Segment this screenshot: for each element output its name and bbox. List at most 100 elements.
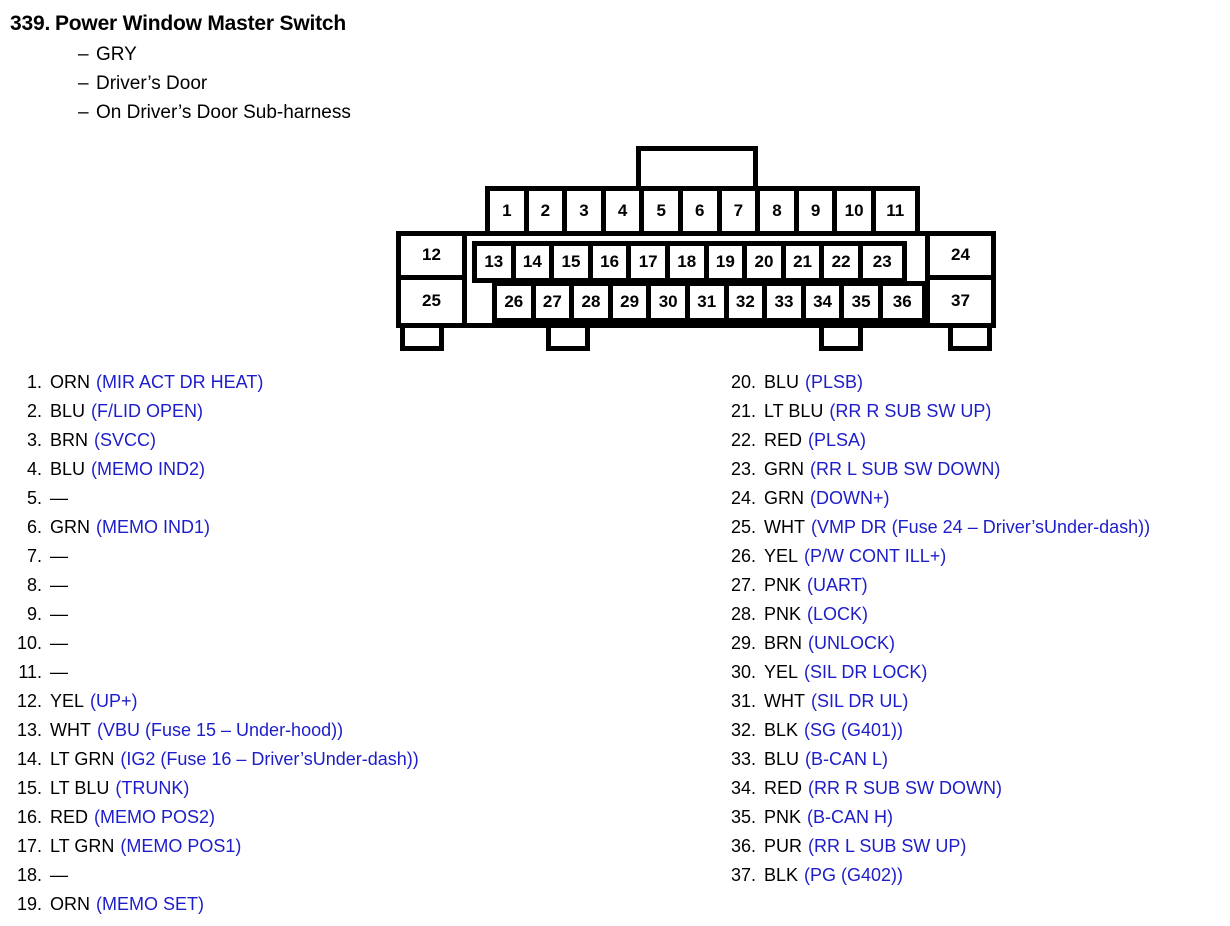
pin-number: 37. bbox=[730, 865, 756, 885]
connector-pin-36: 36 bbox=[882, 286, 922, 318]
pin-number: 20. bbox=[730, 372, 756, 392]
pin-wire-color: PNK bbox=[764, 575, 802, 595]
pin-list-item: 29.BRN(UNLOCK) bbox=[722, 633, 1222, 662]
pin-list-item: 21.LT BLU(RR R SUB SW UP) bbox=[722, 401, 1222, 430]
connector-pin-2: 2 bbox=[528, 191, 568, 231]
connector-pin-12: 12 bbox=[401, 236, 462, 280]
pin-number: 10. bbox=[16, 633, 42, 653]
pin-number: 13. bbox=[16, 720, 42, 740]
pin-list-item: 11.— bbox=[8, 662, 708, 691]
connector-pin-27: 27 bbox=[535, 286, 575, 318]
header-bullet-label: GRY bbox=[96, 44, 137, 65]
pin-list-item: 8.— bbox=[8, 575, 708, 604]
connector-pin-6: 6 bbox=[682, 191, 722, 231]
pin-signal-description: (UP+) bbox=[90, 691, 138, 711]
pin-number: 9. bbox=[26, 604, 42, 624]
connector-pin-37: 37 bbox=[930, 279, 991, 323]
pin-list-item: 22.RED(PLSA) bbox=[722, 430, 1222, 459]
pin-number: 28. bbox=[730, 604, 756, 624]
pin-list-item: 15.LT BLU(TRUNK) bbox=[8, 778, 708, 807]
pin-number: 16. bbox=[16, 807, 42, 827]
pin-number: 19. bbox=[16, 894, 42, 914]
header-bullet: –Driver’s Door bbox=[78, 69, 710, 98]
connector-pin-20: 20 bbox=[747, 246, 786, 278]
connector-pin-15: 15 bbox=[554, 246, 593, 278]
header-bullet-list: –GRY–Driver’s Door–On Driver’s Door Sub-… bbox=[10, 40, 710, 127]
pin-signal-description: (VBU (Fuse 15 – Under-hood)) bbox=[96, 720, 344, 740]
pin-wire-color: LT GRN bbox=[50, 836, 115, 856]
pin-number: 1. bbox=[26, 372, 42, 392]
pin-wire-color: — bbox=[50, 546, 68, 566]
pin-signal-description: (MEMO SET) bbox=[96, 894, 204, 914]
pin-list-item: 32.BLK(SG (G401)) bbox=[722, 720, 1222, 749]
connector-pin-26: 26 bbox=[497, 286, 536, 318]
connector-pin-19: 19 bbox=[708, 246, 748, 278]
connector-pin-29: 29 bbox=[612, 286, 652, 318]
pin-number: 11. bbox=[18, 662, 42, 682]
pin-number: 24. bbox=[730, 488, 756, 508]
pin-wire-color: BRN bbox=[764, 633, 803, 653]
pin-list-item: 19. ORN (MEMO SET) bbox=[8, 894, 708, 923]
pin-number: 22. bbox=[730, 430, 756, 450]
pin-signal-description: (TRUNK) bbox=[115, 778, 190, 798]
pin-signal-description: (B-CAN H) bbox=[807, 807, 894, 827]
pin-signal-description: (SVCC) bbox=[94, 430, 157, 450]
connector-pin-22: 22 bbox=[824, 246, 863, 278]
pin-wire-color: ORN bbox=[50, 894, 90, 914]
pin-signal-description: (MEMO IND1) bbox=[96, 517, 210, 537]
pin-signal-description: (PG (G402)) bbox=[804, 865, 904, 885]
pin-wire-color: LT BLU bbox=[50, 778, 110, 798]
pin-number: 8. bbox=[26, 575, 42, 595]
pin-signal-description: (MEMO POS2) bbox=[94, 807, 216, 827]
pin-wire-color: BLU bbox=[764, 372, 800, 392]
pin-wire-color: — bbox=[50, 604, 68, 624]
connector-pin-4: 4 bbox=[605, 191, 645, 231]
pin-wire-color: WHT bbox=[764, 517, 805, 537]
pin-number: 6. bbox=[26, 517, 42, 537]
pin-number: 18. bbox=[16, 865, 42, 885]
pin-signal-description: (SG (G401)) bbox=[804, 720, 904, 740]
pin-list-item: 37. BLK(PG (G402)) bbox=[722, 865, 1222, 894]
pin-wire-color: BLK bbox=[764, 720, 799, 740]
pin-number: 25. bbox=[730, 517, 756, 537]
pin-list-item: 7.— bbox=[8, 546, 708, 575]
page-title: Power Window Master Switch bbox=[55, 12, 346, 35]
bullet-dash-icon: – bbox=[78, 44, 89, 65]
pin-list-item: 26.YEL(P/W CONT ILL+) bbox=[722, 546, 1222, 575]
connector-pin-9: 9 bbox=[798, 191, 838, 231]
pin-signal-description: (PLSB) bbox=[805, 372, 864, 392]
pin-wire-color: RED bbox=[50, 807, 89, 827]
pin-number: 23. bbox=[730, 459, 756, 479]
pin-list-item: 35.PNK(B-CAN H) bbox=[722, 807, 1222, 836]
pin-wire-color: ORN bbox=[50, 372, 90, 392]
pin-wire-color: BLU bbox=[50, 459, 86, 479]
pin-number: 27. bbox=[730, 575, 756, 595]
connector-pin-33: 33 bbox=[767, 286, 806, 318]
pin-list-item: 4.BLU(MEMO IND2) bbox=[8, 459, 708, 488]
pin-list-item: 2.BLU(F/LID OPEN) bbox=[8, 401, 708, 430]
pin-list-item: 31.WHT(SIL DR UL) bbox=[722, 691, 1222, 720]
pin-list-item: 3.BRN(SVCC) bbox=[8, 430, 708, 459]
pin-wire-color: GRN bbox=[50, 517, 90, 537]
pin-number: 29. bbox=[730, 633, 756, 653]
pin-signal-description: (MEMO POS1) bbox=[120, 836, 242, 856]
connector-pin-25: 25 bbox=[401, 279, 462, 323]
connector-pin-32: 32 bbox=[728, 286, 768, 318]
pin-number: 5. bbox=[26, 488, 42, 508]
pin-wire-color: RED bbox=[764, 430, 803, 450]
pin-wire-color: BLK bbox=[764, 865, 799, 885]
pin-list-item: 6. GRN (MEMO IND1) bbox=[8, 517, 708, 546]
pin-wire-color: — bbox=[50, 488, 68, 508]
connector-pin-24: 24 bbox=[930, 236, 991, 280]
connector-pin-1: 1 bbox=[490, 191, 529, 231]
pin-list-item: 12.YEL(UP+) bbox=[8, 691, 708, 720]
connector-pin-21: 21 bbox=[785, 246, 825, 278]
pin-list-item: 5. — bbox=[8, 488, 708, 517]
connector-pin-23: 23 bbox=[862, 246, 902, 278]
pin-list-item: 18.— bbox=[8, 865, 708, 894]
pin-list-item: 1.ORN(MIR ACT DR HEAT) bbox=[8, 372, 708, 401]
pin-list-item: 36.PUR(RR L SUB SW UP) bbox=[722, 836, 1222, 865]
